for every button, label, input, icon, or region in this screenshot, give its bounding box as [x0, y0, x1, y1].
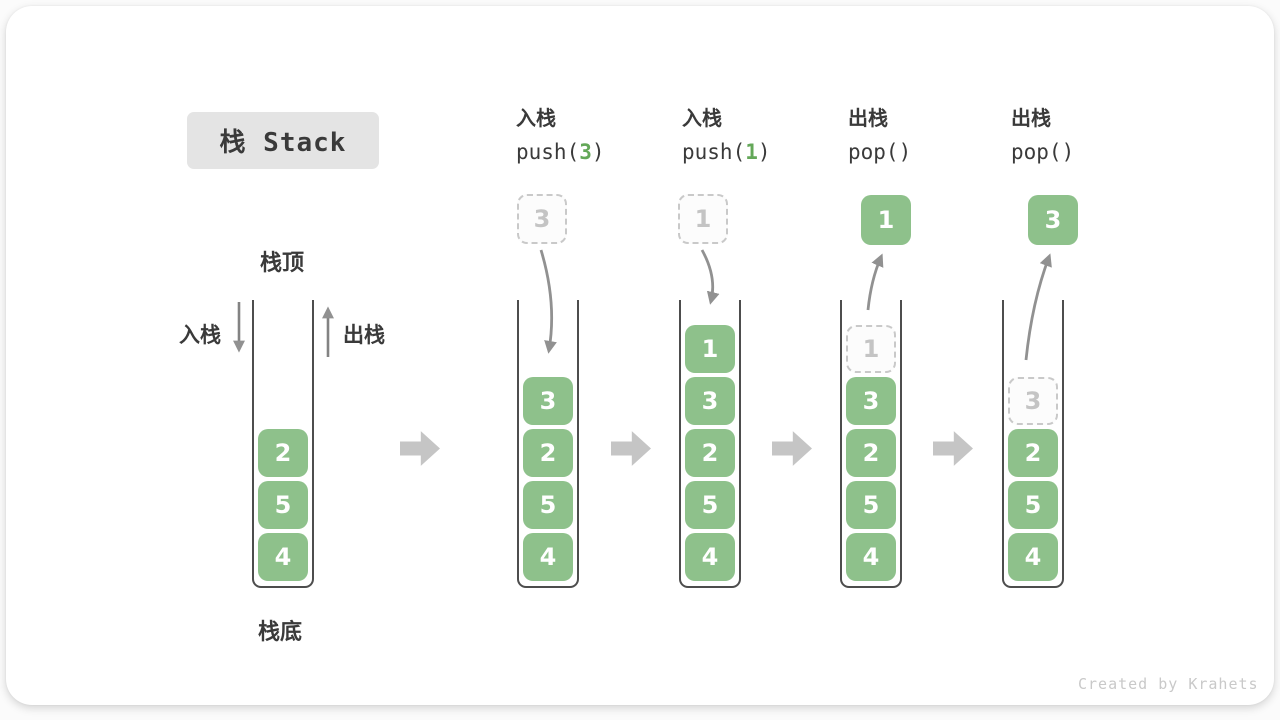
operation-label-push-3: 入栈 push(3)	[516, 104, 676, 165]
operation-zh: 出栈	[1011, 106, 1051, 130]
floating-cell-popped-1: 1	[861, 195, 911, 245]
operation-label-pop-2: 出栈 pop()	[1011, 104, 1171, 165]
diagram-title: 栈 Stack	[187, 112, 379, 169]
operation-code: pop()	[848, 140, 912, 164]
floating-cell-popped-3: 3	[1028, 195, 1078, 245]
stack-cell-dashed: 1	[846, 325, 896, 373]
operation-label-push-1: 入栈 push(1)	[682, 104, 842, 165]
floating-cell-push-3: 3	[517, 194, 567, 244]
stack-cell: 4	[846, 533, 896, 581]
stack-cell: 5	[1008, 481, 1058, 529]
stack-bottom-label: 栈底	[258, 620, 303, 645]
stack-cell: 4	[258, 533, 308, 581]
pop-side-label: 出栈	[343, 323, 385, 347]
push-argument: 1	[745, 140, 758, 164]
stack-cell: 3	[685, 377, 735, 425]
floating-cell-push-1: 1	[678, 194, 728, 244]
operation-code: push(3)	[516, 140, 605, 164]
operation-zh: 入栈	[682, 106, 722, 130]
stack-cell: 4	[1008, 533, 1058, 581]
stack-cell: 2	[1008, 429, 1058, 477]
operation-zh: 出栈	[848, 106, 888, 130]
push-side-label: 入栈	[179, 323, 221, 347]
stack-cell: 2	[523, 429, 573, 477]
stack-cell: 4	[523, 533, 573, 581]
stack-cell: 4	[685, 533, 735, 581]
stack-cell: 3	[523, 377, 573, 425]
stack-cell: 3	[846, 377, 896, 425]
operation-label-pop-1: 出栈 pop()	[848, 104, 1008, 165]
footer-credit: Created by Krahets	[1078, 675, 1259, 693]
stack-cell: 5	[685, 481, 735, 529]
stack-cell: 5	[258, 481, 308, 529]
push-argument: 3	[579, 140, 592, 164]
operation-code: pop()	[1011, 140, 1075, 164]
operation-code: push(1)	[682, 140, 771, 164]
stack-cell: 2	[258, 429, 308, 477]
stack-cell: 5	[846, 481, 896, 529]
stack-top-label: 栈顶	[260, 251, 305, 276]
stack-cell-dashed: 3	[1008, 377, 1058, 425]
stack-cell: 2	[846, 429, 896, 477]
operation-zh: 入栈	[516, 106, 556, 130]
stack-cell: 1	[685, 325, 735, 373]
stack-cell: 5	[523, 481, 573, 529]
stack-cell: 2	[685, 429, 735, 477]
